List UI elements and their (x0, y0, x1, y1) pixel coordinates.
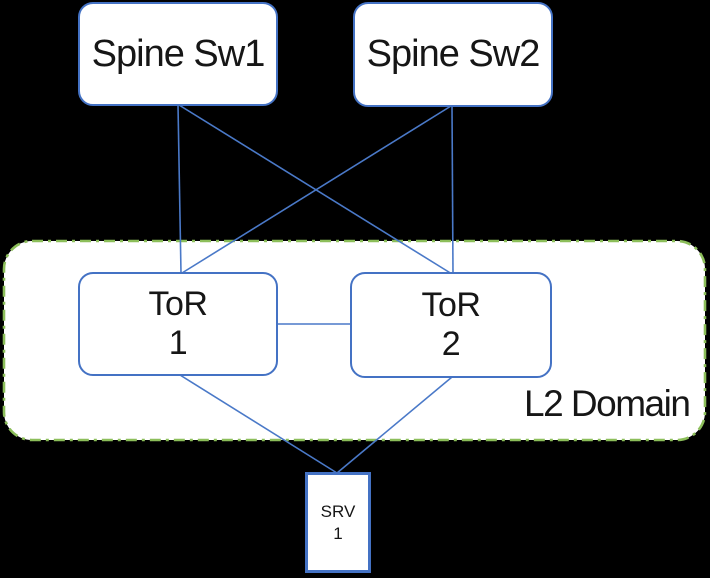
link-spine2-tor1 (181, 105, 452, 274)
node-tor-1-label-line2: 1 (168, 324, 188, 362)
node-srv-1-label-line1: SRV (320, 501, 356, 521)
node-tor-1-label-line1: ToR (148, 285, 208, 323)
node-tor-2: ToR 2 (350, 272, 552, 378)
node-tor-2-label-line2: 2 (441, 325, 461, 363)
node-spine-sw1: Spine Sw1 (78, 2, 278, 106)
node-srv-1-label-line2: 1 (333, 523, 343, 543)
l2-domain-label: L2 Domain (524, 383, 691, 424)
node-tor-2-label-line1: ToR (421, 286, 481, 324)
node-spine-sw2-label: Spine Sw2 (366, 33, 541, 75)
node-tor-1: ToR 1 (78, 272, 278, 376)
node-spine-sw1-label: Spine Sw1 (91, 32, 266, 75)
link-tor1-srv1 (179, 374, 338, 474)
node-spine-sw2: Spine Sw2 (353, 2, 553, 107)
node-srv-1: SRV 1 (305, 472, 371, 573)
link-spine1-tor1 (177, 104, 182, 274)
link-spine2-tor2 (451, 105, 454, 275)
link-tor2-srv1 (336, 376, 453, 474)
